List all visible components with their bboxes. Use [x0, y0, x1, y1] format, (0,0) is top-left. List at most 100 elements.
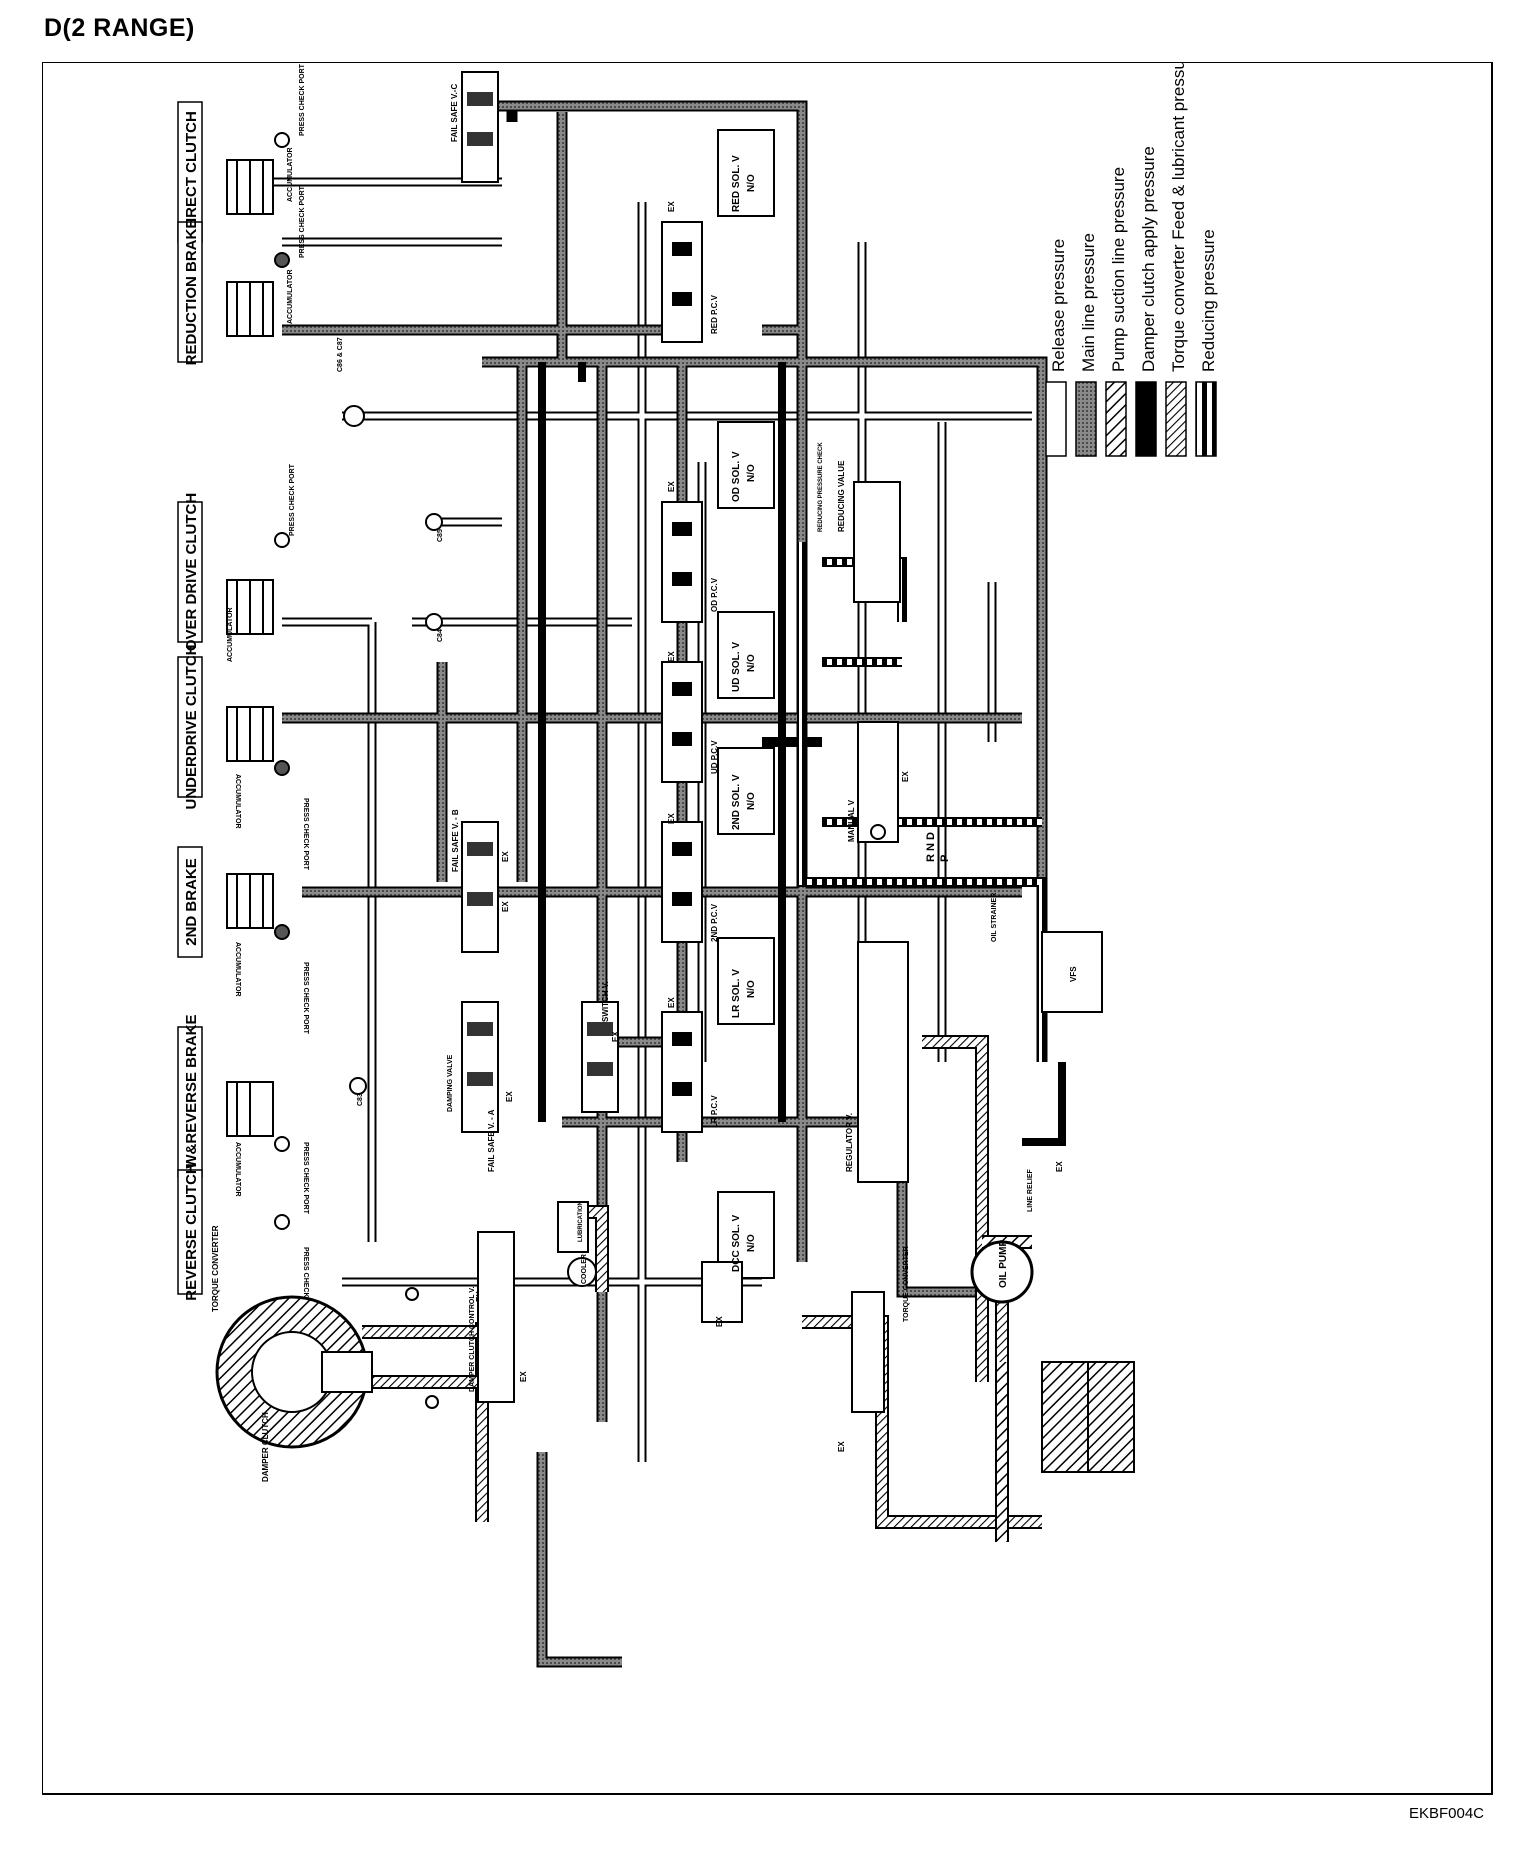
labels-c83-text: C83 [357, 1093, 364, 1106]
manual-valve [857, 721, 899, 843]
labels-ex-text: EX [667, 813, 676, 824]
lubrication-block [557, 1201, 589, 1253]
labels-fail-safe-vc-text: FAIL SAFE V.-C [450, 84, 459, 142]
red-pcv [661, 221, 703, 343]
labels-c85-text: C85 [437, 529, 444, 542]
low-reverse-brake-label: LOW&REVERSE BRAKE [183, 1014, 200, 1189]
legend-0-label-text: Release pressure [1049, 239, 1068, 372]
labels-press-check-port-text: PRESS CHECK PORT [302, 962, 309, 1035]
labels-ex-text: EX [501, 901, 510, 912]
switch-valve [581, 1001, 619, 1113]
od-pcv [661, 501, 703, 623]
labels-press-check-port-text: PRESS CHECK PORT [299, 185, 306, 258]
labels-ex-text: EX [901, 771, 910, 782]
labels-press-check-port-text: PRESS CHECK PORT [289, 463, 296, 536]
labels-second-pcv-text: 2ND P.C.V [710, 903, 719, 942]
manual-valve-indicator [870, 824, 886, 840]
ud-pcv [661, 661, 703, 783]
lr-sol-valve [717, 937, 775, 1025]
labels-manual-v-text: MANUAL V [847, 799, 856, 842]
solenoid-blocks [717, 129, 775, 1279]
dcc-pcv [701, 1261, 743, 1323]
labels-oil-strainer-text: OIL STRAINER [991, 893, 998, 942]
labels-line-relief-text: LINE RELIEF [1027, 1168, 1034, 1212]
labels-no-text: N/O [746, 980, 757, 998]
labels-oil-pump-text: OIL PUMP [998, 1240, 1009, 1288]
labels-accumulator-text: ACCUMULATOR [287, 269, 294, 324]
legend-item-release: Release pressure [1045, 239, 1068, 457]
lr-pcv [661, 1011, 703, 1133]
labels-ex-text: EX [667, 481, 676, 492]
labels-fail-safe-va-text: FAIL SAFE V. - A [487, 1109, 496, 1172]
figure-code: EKBF004C [1408, 1805, 1484, 1822]
labels-accumulator-text: ACCUMULATOR [234, 774, 241, 829]
labels-torque-converter-text: TORQUE CONVERTER [211, 1225, 220, 1312]
oil-reservoir [1041, 1361, 1135, 1473]
legend-item-pump-suction: Pump suction line pressure [1105, 167, 1128, 457]
red-sol-valve [717, 129, 775, 217]
labels-od-pcv-text: OD P.C.V [710, 577, 719, 612]
labels-ud-sol-text: UD SOL. V [731, 642, 742, 692]
labels-no-text: N/O [746, 654, 757, 672]
labels-damper-clutch-text: DAMPER CLUTCH [261, 1412, 270, 1482]
cooler [567, 1257, 597, 1287]
check-ball-c83 [349, 1077, 367, 1095]
legend-5-label-text: Reducing pressure [1199, 229, 1218, 372]
labels-ex-text: EX [667, 651, 676, 662]
legend-2-label-text: Pump suction line pressure [1109, 167, 1128, 372]
hydraulic-circuit-diagram: DIRECT CLUTCH REDUCTION BRAKE OVER DRIVE… [42, 62, 1493, 1795]
labels-red-sol-text: RED SOL. V [731, 155, 742, 212]
labels-p-text: P [939, 855, 951, 862]
labels-dcc-sol-text: DCC SOL. V [731, 1214, 742, 1272]
labels-lubrication-text: LUBRICATION [578, 1201, 584, 1242]
fail-safe-valve-b [461, 821, 499, 953]
labels-ex-text: EX [667, 997, 676, 1008]
labels-c84-text: C84 [437, 629, 444, 642]
labels-reducing-pressure-check-text: REDUCING PRESSURE CHECK [818, 442, 824, 532]
labels-ex-text: EX [519, 1371, 528, 1382]
labels-accumulator-text: ACCUMULATOR [234, 942, 241, 997]
labels-fail-safe-vb-text: FAIL SAFE V. - B [451, 809, 460, 872]
reducing-valve [853, 481, 901, 603]
over-drive-clutch-label: OVER DRIVE CLUTCH [183, 493, 200, 651]
labels-lr-pcv-text: LR P.C.V [710, 1095, 719, 1128]
component-labels: DIRECT CLUTCH REDUCTION BRAKE OVER DRIVE… [177, 101, 203, 1301]
labels-damper-clutch-control-v-text: DAMPER CLUTCH CONTROL V. [469, 1287, 476, 1392]
labels-ex-text: EX [501, 851, 510, 862]
page-title: D(2 RANGE) [44, 14, 195, 42]
labels-press-check-port-text: PRESS CHECK PORT [302, 798, 309, 871]
reverse-clutch-label: REVERSE CLUTCH [183, 1163, 200, 1301]
vfs-block [1041, 931, 1103, 1013]
labels-ud-pcv-text: UD P.C.V [710, 740, 719, 774]
check-ball-c84 [425, 613, 443, 631]
labels-press-check-port-text: PRESS CHECK PORT [302, 1247, 309, 1320]
legend-1-label-text: Main line pressure [1079, 233, 1098, 372]
press-check-ports [274, 132, 439, 1409]
labels-no-text: N/O [746, 174, 757, 192]
ud-sol-valve [717, 611, 775, 699]
labels-accumulator-text: ACCUMULATOR [227, 607, 234, 662]
labels-ex-text: EX [667, 201, 676, 212]
labels-c86-c87-text: C86 & C87 [337, 337, 344, 372]
legend-item-reducing: Reducing pressure [1195, 229, 1218, 457]
check-ball-c85 [425, 513, 443, 531]
second-brake-label: 2ND BRAKE [183, 858, 200, 946]
legend-item-torque-converter-feed: Torque converter Feed & lubricant pressu… [1165, 62, 1188, 457]
legend-3-label-text: Damper clutch apply pressure [1139, 146, 1158, 372]
labels-ex-text: EX [1055, 1161, 1064, 1172]
labels-damping-valve-text: DAMPING VALVE [447, 1054, 454, 1112]
labels-no-text: N/O [746, 1234, 757, 1252]
torque-converter [215, 1295, 373, 1449]
legend-item-damper-clutch: Damper clutch apply pressure [1135, 146, 1158, 457]
second-sol-valve [717, 747, 775, 835]
regulator-valve [857, 941, 909, 1183]
check-ball-c86 [343, 405, 365, 427]
labels-switch-v-text: SWITCH V. [601, 981, 610, 1022]
labels-reducing-valve-text: REDUCING VALUE [837, 460, 846, 532]
legend-item-main-line: Main line pressure [1075, 233, 1098, 457]
labels-press-check-port-text: PRESS CHECK PORT [299, 63, 306, 136]
labels-no-text: N/O [746, 792, 757, 810]
labels-od-sol-text: OD SOL. V [731, 451, 742, 502]
labels-no-text: N/O [746, 464, 757, 482]
reduction-brake-label: REDUCTION BRAKE [183, 219, 200, 366]
